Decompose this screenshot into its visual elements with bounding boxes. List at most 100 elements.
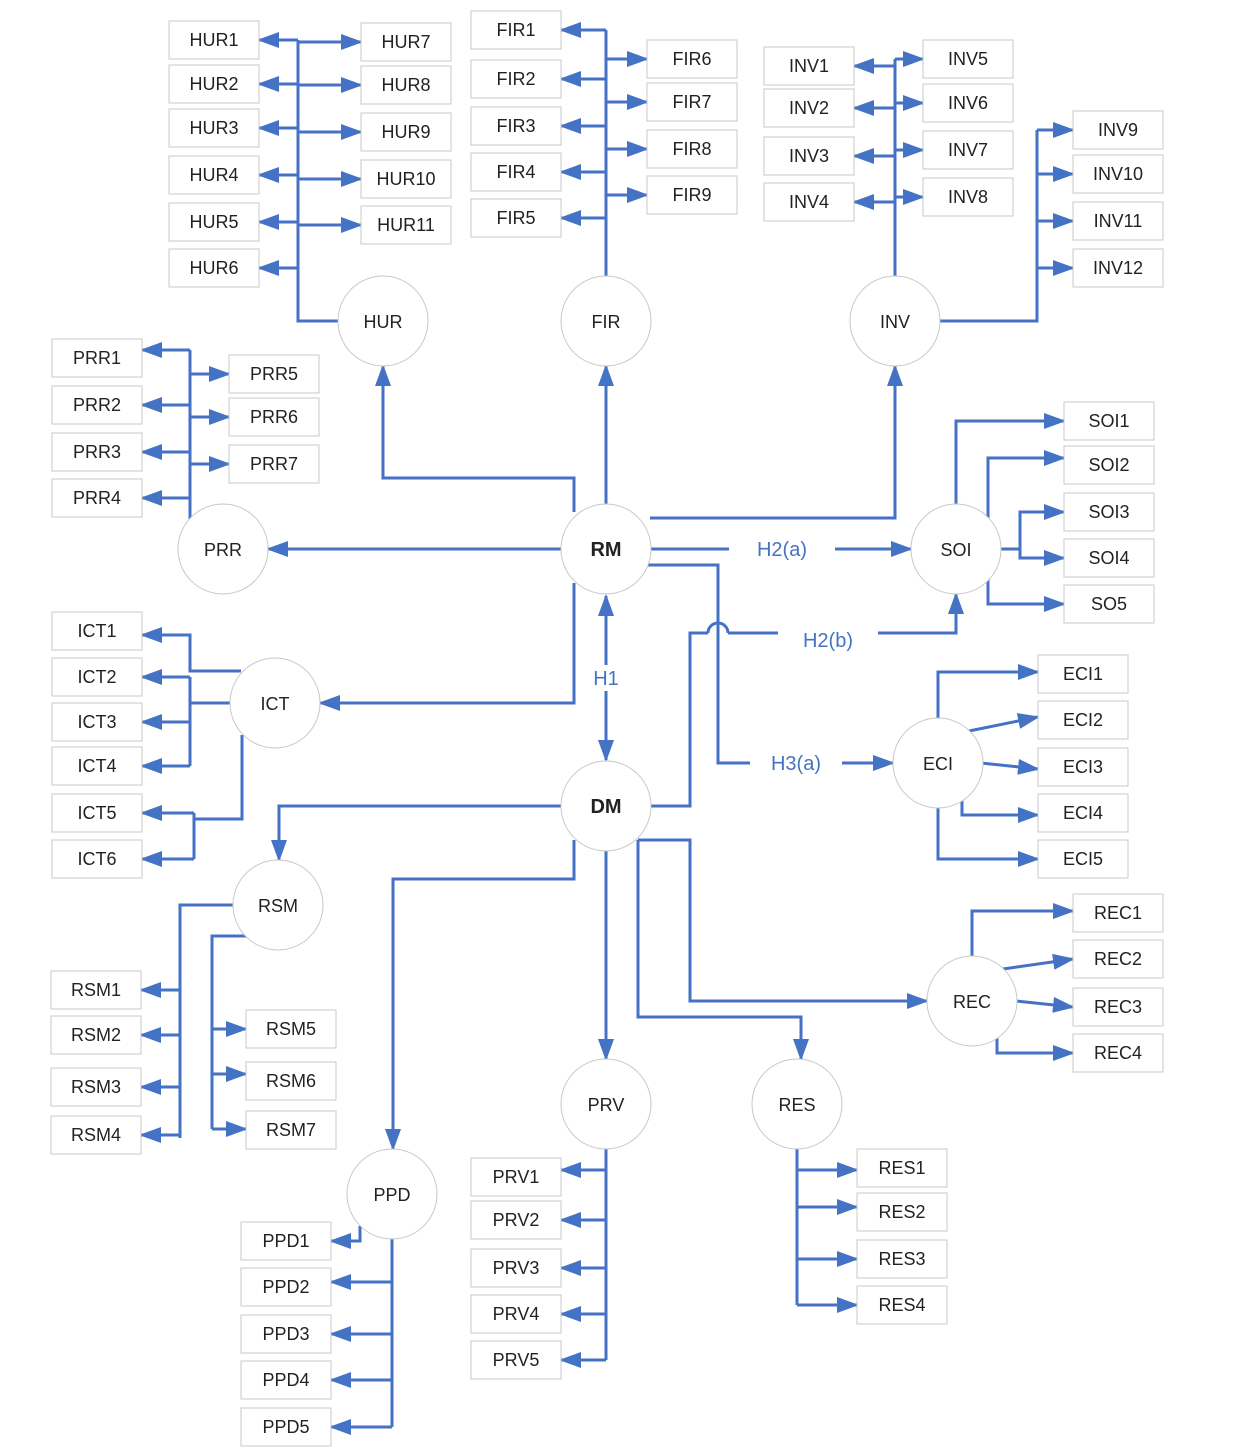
leaf-label: PPD1: [262, 1231, 309, 1251]
leaf-box-frame: [470, 106, 562, 146]
leaf-label: HUR10: [376, 169, 435, 189]
leaf-label: SOI4: [1088, 548, 1129, 568]
hub-label: RES: [778, 1095, 815, 1115]
leaf-label: PRR1: [73, 348, 121, 368]
leaf-box-frame: [240, 1407, 332, 1447]
leaf-label: RSM2: [71, 1025, 121, 1045]
leaf-box-fir: FIR3: [470, 106, 562, 146]
leaf-box-soi: SOI1: [1063, 401, 1155, 441]
leaf-box-res: RES4: [856, 1285, 948, 1325]
connector-line: [706, 621, 730, 634]
leaf-box-inv: INV8: [922, 177, 1014, 217]
leaf-box-rsm: RSM3: [50, 1067, 142, 1107]
hub-label: PRV: [588, 1095, 625, 1115]
connector-line: [194, 735, 244, 821]
leaf-box-ppd: PPD3: [240, 1314, 332, 1354]
connector-line: [385, 840, 576, 1151]
leaf-label: RSM6: [266, 1071, 316, 1091]
leaf-label: ECI2: [1063, 710, 1103, 730]
leaf-box-inv: INV1: [763, 46, 855, 86]
leaf-box-soi: SOI3: [1063, 492, 1155, 532]
leaf-box-hur: HUR8: [360, 65, 452, 105]
connector-line: [954, 413, 1066, 505]
leaf-label: SOI1: [1088, 411, 1129, 431]
leaf-box-hur: HUR10: [360, 159, 452, 199]
hub-label: HUR: [364, 312, 403, 332]
leaf-box-soi: SOI4: [1063, 538, 1155, 578]
leaf-label: RSM7: [266, 1120, 316, 1140]
leaf-box-rec: REC4: [1072, 1033, 1164, 1073]
leaf-box-frame: [922, 177, 1014, 217]
edge-label-h2b: H2(b): [803, 630, 853, 652]
leaf-box-frame: [470, 10, 562, 50]
leaf-box-hur: HUR5: [168, 202, 260, 242]
leaf-label: PRV3: [493, 1258, 540, 1278]
leaf-box-frame: [240, 1221, 332, 1261]
leaf-box-frame: [360, 65, 452, 105]
hub-circle: [346, 1148, 438, 1240]
connector-line: [638, 838, 929, 1009]
leaf-label: RES3: [878, 1249, 925, 1269]
hub-node-rec: REC: [926, 955, 1018, 1047]
leaf-label: INV3: [789, 146, 829, 166]
leaf-label: INV6: [948, 93, 988, 113]
leaf-label: SOI2: [1088, 455, 1129, 475]
leaf-label: HUR4: [189, 165, 238, 185]
leaf-label: HUR7: [381, 32, 430, 52]
leaf-label: ECI1: [1063, 664, 1103, 684]
leaf-box-rsm: RSM6: [245, 1061, 337, 1101]
leaf-box-frame: [228, 397, 320, 437]
connector-line: [375, 364, 576, 512]
leaf-box-fir: FIR1: [470, 10, 562, 50]
hub-node-ppd: PPD: [346, 1148, 438, 1240]
leaf-box-fir: FIR5: [470, 198, 562, 238]
leaf-box-rsm: RSM1: [50, 970, 142, 1010]
leaf-box-frame: [51, 839, 143, 879]
leaf-label: PRR7: [250, 454, 298, 474]
leaf-box-hur: HUR7: [360, 22, 452, 62]
leaf-box-rsm: RSM5: [245, 1009, 337, 1049]
leaf-box-inv: INV11: [1072, 201, 1164, 241]
leaf-box-frame: [51, 702, 143, 742]
leaf-label: INV2: [789, 98, 829, 118]
leaf-box-frame: [922, 130, 1014, 170]
hub-label: REC: [953, 992, 991, 1012]
hub-circle: [560, 760, 652, 852]
leaf-box-frame: [1072, 201, 1164, 241]
leaf-label: REC2: [1094, 949, 1142, 969]
leaf-label: HUR8: [381, 75, 430, 95]
leaf-box-ppd: PPD2: [240, 1267, 332, 1307]
hub-circle: [560, 1058, 652, 1150]
leaf-box-prv: PRV5: [470, 1340, 562, 1380]
leaf-box-frame: [1037, 793, 1129, 833]
leaf-label: PRR2: [73, 395, 121, 415]
leaf-box-frame: [1072, 893, 1164, 933]
leaf-box-frame: [470, 1200, 562, 1240]
leaf-box-frame: [646, 39, 738, 79]
leaf-box-frame: [922, 39, 1014, 79]
hub-label: ICT: [261, 694, 290, 714]
hub-label: RM: [590, 539, 621, 561]
connector-line: [970, 903, 1075, 957]
leaf-box-frame: [240, 1360, 332, 1400]
leaf-box-frame: [168, 202, 260, 242]
leaf-label: ICT4: [77, 756, 116, 776]
leaf-box-res: RES3: [856, 1239, 948, 1279]
leaf-box-frame: [51, 657, 143, 697]
leaf-box-fir: FIR4: [470, 152, 562, 192]
leaf-box-rsm: RSM2: [50, 1015, 142, 1055]
leaf-box-prv: PRV4: [470, 1294, 562, 1334]
hub-circle: [892, 717, 984, 809]
leaf-label: FIR3: [496, 116, 535, 136]
leaf-label: ECI4: [1063, 803, 1103, 823]
hub-node-res: RES: [751, 1058, 843, 1150]
hub-circle: [232, 859, 324, 951]
leaf-box-frame: [856, 1148, 948, 1188]
leaf-label: HUR9: [381, 122, 430, 142]
leaf-label: FIR6: [672, 49, 711, 69]
leaf-label: PPD5: [262, 1417, 309, 1437]
leaf-box-prv: PRV3: [470, 1248, 562, 1288]
leaf-label: HUR3: [189, 118, 238, 138]
leaf-label: PPD2: [262, 1277, 309, 1297]
connector-line: [318, 583, 576, 711]
